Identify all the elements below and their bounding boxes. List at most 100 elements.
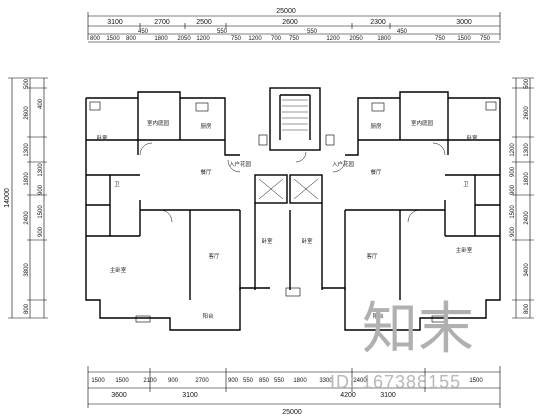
room-label: 入户花园 (229, 160, 252, 168)
dim-label: 900 (168, 378, 179, 384)
dim-label: 450 (138, 29, 149, 35)
dim-label: 2700 (195, 378, 209, 384)
dim-label: 3300 (319, 378, 333, 384)
dim-label: 1800 (154, 36, 168, 42)
room-label: 室内庭园 (147, 119, 170, 127)
dim-label: 3800 (24, 263, 30, 277)
dim-label: 1500 (510, 205, 516, 219)
watermark-logo: 知末 (362, 297, 474, 362)
watermark: 知末 ID: 167388155 (330, 297, 474, 392)
dim-label: 750 (435, 36, 446, 42)
dim-label: 2500 (196, 19, 212, 26)
dim-label: 750 (480, 36, 491, 42)
dim-label: 2400 (24, 211, 30, 225)
dim-label: 750 (289, 36, 300, 42)
walls (85, 87, 501, 331)
dim-label: 550 (217, 29, 228, 35)
dim-label: 450 (397, 29, 408, 35)
room-label: 主卧室 (456, 246, 473, 254)
dim-label: 850 (259, 378, 270, 384)
room-label: 阳台 (202, 312, 214, 320)
left-total-dim: 14000 (4, 188, 11, 208)
room-label: 入户花园 (332, 160, 355, 168)
dim-label: 3600 (111, 392, 127, 399)
room-label: 厨房 (370, 122, 382, 130)
bottom-dimensions (87, 366, 501, 408)
door-arcs (139, 142, 446, 223)
left-outer-labels: 500 2600 1300 1800 2400 3800 800 (24, 78, 30, 314)
right-inner-labels: 1200 900 900 1500 900 (510, 143, 516, 237)
dim-label: 2400 (353, 378, 367, 384)
dim-label: 900 (228, 378, 239, 384)
dim-label: 1200 (196, 36, 210, 42)
room-label: 餐厅 (200, 168, 212, 176)
room-label: 室内庭园 (411, 119, 434, 127)
dim-label: 1800 (377, 36, 391, 42)
dim-label: 1300 (24, 143, 30, 157)
top-row2-labels: 800 1500 800 450 1800 2050 1200 550 750 … (90, 29, 491, 42)
dim-label: 800 (90, 36, 101, 42)
dim-label: 700 (271, 36, 282, 42)
dim-label: 550 (274, 378, 285, 384)
room-label: 卧室 (261, 237, 273, 245)
dim-label: 2050 (349, 36, 363, 42)
dim-label: 1200 (326, 36, 340, 42)
dim-label: 800 (126, 36, 137, 42)
dim-label: 900 (38, 184, 44, 195)
room-label: 厨房 (200, 122, 212, 130)
dim-label: 3100 (182, 392, 198, 399)
dim-label: 3100 (107, 19, 123, 26)
dim-label: 2050 (177, 36, 191, 42)
dim-label: 2700 (154, 19, 170, 26)
bottom-row1-labels: 1500 1500 2100 900 2700 900 550 850 550 … (91, 378, 483, 384)
room-label: 餐厅 (370, 168, 382, 176)
dim-label: 550 (307, 29, 318, 35)
room-label: 主卧室 (110, 266, 127, 274)
watermark-id: ID: 167388155 (330, 372, 461, 392)
fixtures (89, 101, 497, 323)
left-inner-labels: 400 1300 900 1500 900 (38, 98, 44, 237)
dim-label: 2600 (282, 19, 298, 26)
dim-label: 800 (24, 303, 30, 314)
dim-label: 900 (510, 166, 516, 177)
dim-label: 3000 (456, 19, 472, 26)
dim-label: 750 (231, 36, 242, 42)
dim-label: 1300 (38, 163, 44, 177)
top-row1-labels: 3100 2700 2500 2600 2300 3000 (107, 19, 472, 26)
elevator-marks (258, 178, 319, 200)
room-label: 阳台 (372, 312, 384, 320)
dim-label: 2300 (370, 19, 386, 26)
dim-label: 4200 (340, 392, 356, 399)
dim-label: 1500 (91, 378, 105, 384)
room-label: 客厅 (208, 252, 220, 260)
dim-label: 2600 (524, 106, 530, 120)
dim-label: 1500 (38, 205, 44, 219)
dim-label: 500 (524, 78, 530, 89)
left-dimensions (8, 77, 48, 319)
dim-label: 2100 (143, 378, 157, 384)
room-label: 卧室 (96, 134, 108, 142)
room-label: 客厅 (366, 252, 378, 260)
dim-label: 1800 (24, 172, 30, 186)
dim-label: 900 (510, 184, 516, 195)
overall-bottom-dim: 25000 (282, 409, 302, 416)
dim-label: 1500 (115, 378, 129, 384)
dim-label: 900 (38, 226, 44, 237)
dim-label: 3100 (380, 392, 396, 399)
right-dimensions (512, 77, 534, 319)
bottom-row2-labels: 3600 3100 4200 3100 (111, 392, 396, 399)
room-label: 卧室 (301, 237, 313, 245)
dim-label: 1800 (524, 172, 530, 186)
dim-label: 550 (243, 378, 254, 384)
room-label: 卫 (114, 181, 120, 188)
dim-label: 2600 (24, 106, 30, 120)
dim-label: 400 (38, 98, 44, 109)
room-label: 卧室 (466, 134, 478, 142)
dim-label: 1500 (457, 36, 471, 42)
dim-label: 1300 (524, 143, 530, 157)
room-labels: 卧室 室内庭园 厨房 餐厅 卫 入户花园 主卧室 客厅 卧室 卧室 入户花园 餐… (96, 119, 478, 320)
stair-treads (282, 99, 308, 131)
dim-label: 900 (510, 226, 516, 237)
overall-top-dim: 25000 (276, 8, 296, 15)
